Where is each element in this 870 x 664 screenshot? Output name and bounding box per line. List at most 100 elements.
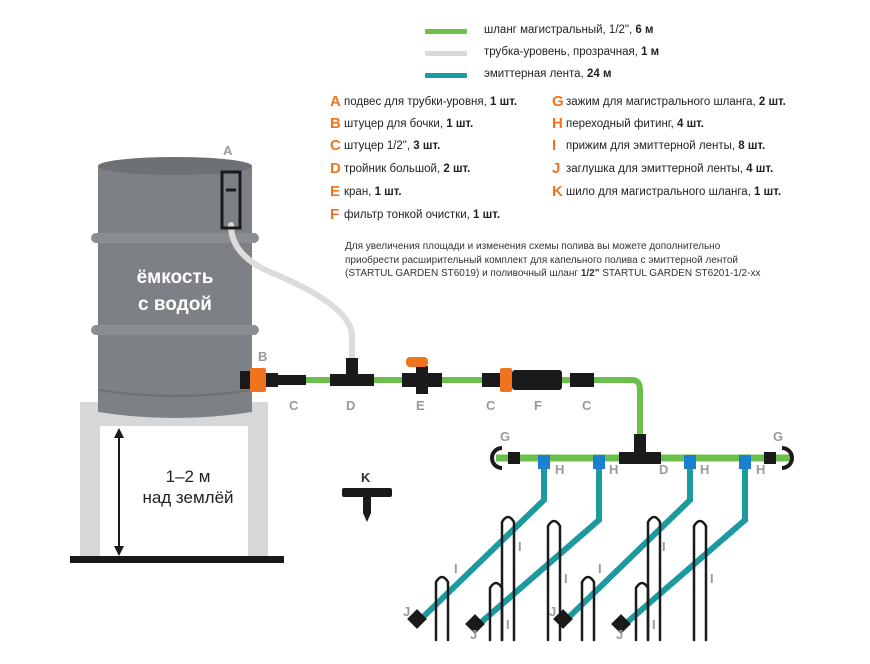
part-letter: F bbox=[330, 206, 340, 223]
part-text: подвес для трубки-уровня, bbox=[344, 96, 491, 108]
part-letter: G bbox=[552, 93, 564, 110]
label-j-1: J bbox=[403, 604, 411, 619]
label-i-3: I bbox=[564, 571, 568, 586]
part-text: кран, bbox=[344, 186, 375, 198]
label-g-1: G bbox=[500, 429, 511, 444]
part-qty: 3 шт. bbox=[413, 140, 441, 152]
label-c-1: C bbox=[289, 398, 299, 413]
part-letter: C bbox=[330, 137, 341, 154]
awl-tool bbox=[342, 488, 392, 522]
label-i-7: I bbox=[710, 571, 714, 586]
note-line: (STARTUL GARDEN ST6019) и поливочный шла… bbox=[345, 267, 765, 281]
legend-item-main-hose: шланг магистральный, 1/2", 6 м bbox=[484, 24, 654, 36]
label-c-2: C bbox=[486, 398, 496, 413]
legend-item-emitter-tape: эмиттерная лента, 24 м bbox=[484, 68, 611, 80]
label-i-5: I bbox=[662, 539, 666, 554]
main-hose-line bbox=[268, 377, 643, 450]
label-j-4: J bbox=[616, 627, 624, 642]
height-label-line: 1–2 м bbox=[165, 467, 211, 486]
level-tube-hanger bbox=[220, 170, 242, 230]
note-line: приобрести расширительный комплект для к… bbox=[345, 254, 738, 266]
part-text: штуцер для бочки, bbox=[344, 118, 447, 130]
part-qty: 2 шт. bbox=[758, 96, 786, 108]
part-qty: 4 шт. bbox=[676, 118, 704, 130]
label-i-1: I bbox=[518, 539, 522, 554]
label-a: A bbox=[223, 143, 233, 158]
tank-label-line: с водой bbox=[138, 294, 212, 315]
expansion-note: Для увеличения площади и изменения схемы… bbox=[345, 240, 765, 281]
legend-swatch-level-tube bbox=[425, 51, 467, 56]
tee-fitting-main bbox=[330, 358, 374, 386]
note-text: (STARTUL GARDEN ST6019) и поливочный шла… bbox=[345, 268, 581, 279]
height-arrow bbox=[114, 428, 124, 556]
part-text: прижим для эмиттерной ленты, bbox=[566, 140, 739, 152]
part-letter: E bbox=[330, 183, 341, 200]
part-text: фильтр тонкой очистки, bbox=[344, 209, 474, 221]
label-i-8: I bbox=[652, 617, 656, 632]
label-i-2: I bbox=[454, 561, 458, 576]
label-i-6: I bbox=[598, 561, 602, 576]
part-qty: 1 шт. bbox=[490, 96, 518, 108]
part-letter: K bbox=[552, 183, 563, 200]
legend-item-level-tube: трубка-уровень, прозрачная, 1 м bbox=[484, 46, 659, 58]
part-qty: 4 шт. bbox=[746, 163, 774, 175]
part-letter: B bbox=[330, 115, 341, 132]
legend-qty: 24 м bbox=[586, 68, 612, 80]
height-label: 1–2 м над землёй bbox=[128, 466, 248, 508]
label-d-2: D bbox=[659, 462, 669, 477]
part-letter: D bbox=[330, 160, 341, 177]
part-text: тройник большой, bbox=[344, 163, 444, 175]
part-text: заглушка для эмиттерной ленты, bbox=[566, 163, 747, 175]
label-h-1: H bbox=[555, 462, 565, 477]
legend-text: трубка-уровень, прозрачная, bbox=[484, 46, 642, 58]
part-qty: 8 шт. bbox=[738, 140, 766, 152]
note-bold: 1/2" bbox=[580, 268, 600, 279]
part-qty: 1 шт. bbox=[374, 186, 402, 198]
label-k: K bbox=[361, 470, 371, 485]
label-d-1: D bbox=[346, 398, 356, 413]
part-letter: I bbox=[552, 137, 557, 154]
part-qty: 2 шт. bbox=[443, 163, 471, 175]
part-text: шило для магистрального шланга, bbox=[566, 186, 755, 198]
label-j-3: J bbox=[549, 604, 557, 619]
part-qty: 1 шт. bbox=[473, 209, 501, 221]
label-c-3: C bbox=[582, 398, 592, 413]
tank-label-line: ёмкость bbox=[136, 267, 214, 288]
legend-swatch-main-hose bbox=[425, 29, 467, 34]
part-letter: J bbox=[552, 160, 561, 177]
adapter-fittings bbox=[538, 455, 751, 469]
end-plugs bbox=[407, 609, 631, 634]
filter bbox=[482, 368, 594, 392]
barrel-fitting bbox=[240, 368, 306, 392]
part-qty: 1 шт. bbox=[446, 118, 474, 130]
label-b: B bbox=[258, 349, 268, 364]
valve bbox=[402, 357, 442, 394]
label-f: F bbox=[534, 398, 542, 413]
tape-stakes bbox=[434, 515, 708, 642]
emitter-tapes bbox=[417, 466, 748, 628]
part-qty: 1 шт. bbox=[754, 186, 782, 198]
label-j-2: J bbox=[470, 627, 478, 642]
part-letter: H bbox=[552, 115, 563, 132]
legend-swatch-emitter-tape bbox=[425, 73, 467, 78]
label-e: E bbox=[416, 398, 425, 413]
label-h-2: H bbox=[609, 462, 619, 477]
note-text: STARTUL GARDEN ST6201-1/2-хх bbox=[599, 268, 761, 279]
part-text: переходный фитинг, bbox=[566, 118, 677, 130]
label-h-4: H bbox=[756, 462, 766, 477]
height-label-line: над землёй bbox=[142, 488, 234, 507]
note-line: Для увеличения площади и изменения схемы… bbox=[345, 241, 721, 252]
legend-text: шланг магистральный, 1/2", bbox=[484, 24, 636, 36]
label-i-4: I bbox=[506, 617, 510, 632]
tank-label: ёмкость с водой bbox=[95, 264, 255, 318]
legend-qty: 6 м bbox=[635, 24, 654, 36]
